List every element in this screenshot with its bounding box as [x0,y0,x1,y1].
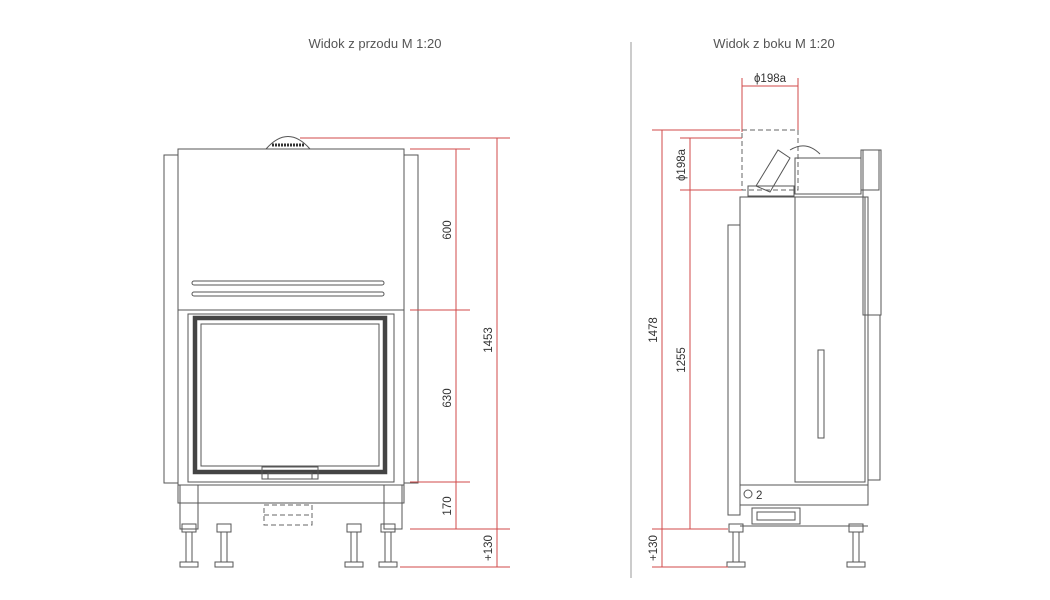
dim-flue-top-label: ϕ198a [754,73,787,85]
dim-600-label: 600 [442,220,454,239]
front-legs [179,523,398,568]
front-view-title: Widok z przodu M 1:20 [309,36,442,51]
leg-shaft [384,531,392,563]
dim-flue-side-label: ϕ198a [676,148,688,181]
marker-label: 2 [756,490,762,502]
fan-box [794,157,862,195]
leg-nut [216,523,232,533]
side-dimensions [652,129,742,568]
side-front-door [867,314,881,481]
dim-170-label: 170 [442,496,454,515]
left-foot-block [179,484,199,530]
side-ash-drawer-inner [756,511,796,521]
leg-nut [728,523,744,533]
side-view-title: Widok z boku M 1:20 [713,36,834,51]
leg-shaft [732,531,740,563]
flue-pipe-curve [789,145,821,155]
side-body [739,196,869,486]
leg-nut [181,523,197,533]
leg-nut [848,523,864,533]
side-legs [726,523,866,568]
dim-630-label: 630 [442,388,454,407]
side-base-band [739,484,869,506]
dim-130-label: +130 [483,535,495,561]
front-dimensions [300,137,510,568]
leg-shaft [185,531,193,563]
side-view: Widok z boku M 1:20 ϕ198a 2 [648,36,882,568]
dim-1478-label: 1478 [648,317,660,343]
door-glass [200,323,380,467]
dim-1453-label: 1453 [483,327,495,353]
leg-nut [380,523,396,533]
leg-shaft [220,531,228,563]
hood-slot-lower [191,291,385,297]
door-glass-frame [192,315,388,475]
leg-shaft [350,531,358,563]
leg-pad [846,561,866,568]
leg-nut [346,523,362,533]
flue-base [747,185,795,197]
flue-top-dimension [741,78,799,132]
leg-pad [179,561,199,568]
ash-drawer-outline [263,504,313,526]
leg-pad [344,561,364,568]
right-side-panel [403,154,419,484]
leg-shaft [852,531,860,563]
flue-collar [741,129,799,191]
dim-130-side-label: +130 [648,535,660,561]
front-view: Widok z przodu M 1:20 [163,36,510,568]
fan-box-end [860,149,880,191]
side-handle [817,349,825,439]
hood-slot-upper [191,280,385,286]
door-frame [187,313,395,483]
side-front-hood [862,149,882,316]
door-handle-grip [267,472,313,480]
leg-pad [214,561,234,568]
side-ash-drawer [751,507,801,525]
right-foot-block [383,484,403,530]
fan-housing [265,136,311,150]
marker-circle [743,489,753,499]
side-body-front [794,196,866,483]
flue-elbow [755,149,791,193]
base-upper-band [177,484,405,504]
dim-1255-label: 1255 [676,347,688,373]
leg-pad [378,561,398,568]
left-side-panel [163,154,179,484]
leg-pad [726,561,746,568]
side-rear-panel [727,224,741,516]
